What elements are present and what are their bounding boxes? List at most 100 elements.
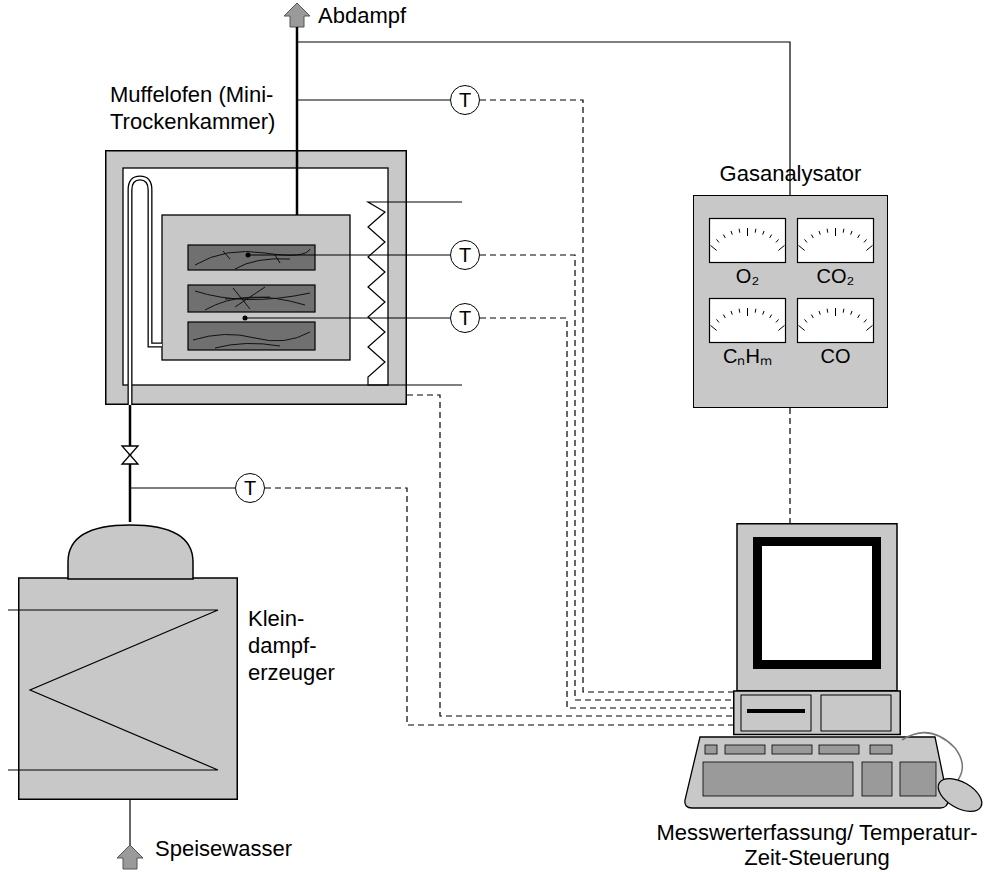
keyboard [900,762,936,796]
gauge-tick [811,315,813,318]
gauge-tick [763,311,764,315]
drive-bay [821,695,891,731]
sensor-line [130,487,235,488]
monitor [737,524,897,691]
wood-sample [188,322,315,350]
gauge-tick [763,231,764,235]
furnace-drawing [105,150,407,405]
gauge-tick [851,311,852,315]
gauge-tick [711,245,717,250]
gauge-tick [723,315,725,318]
steam-pipe [130,178,162,405]
temperature-sensor: T [235,473,265,503]
gauge-tick [827,309,829,313]
exhaust-pipe [296,150,299,215]
keyboard [703,762,853,796]
gauge-face [710,299,786,343]
gauge-tick [739,229,741,233]
gauge-tick [811,235,813,238]
feedwater-arrow [117,845,143,869]
sensor-letter: T [459,90,471,110]
sensor-line [245,317,450,318]
gauge-face [797,218,874,263]
gauge-tick [731,311,732,315]
exhaust-pipe [296,27,299,151]
steam-pipe [130,178,162,405]
gauge-face [709,298,786,343]
valve-symbol [122,446,138,464]
signal-line [265,488,733,725]
gauge-tick [799,325,805,330]
sensor-line [248,254,450,255]
screen [762,546,872,660]
furnace-heading: Muffelofen (Mini-Trockenkammer) [110,82,360,136]
gauge-tick [716,239,719,242]
gauge-tick [755,309,757,313]
gauge-tick [747,228,748,236]
wood-sample [188,245,315,270]
drive-slot [747,709,805,713]
gauge-tick [747,308,748,316]
heater-wire [385,201,462,202]
wood-grain [195,249,310,269]
temperature-sensor: T [450,85,480,115]
wood-grain [193,332,310,348]
gauge-tick [843,229,845,233]
temperature-sensor: T [450,303,480,333]
gauge-tick [770,315,772,318]
gauge-tick [731,231,732,235]
gauge-tick [776,239,779,242]
gauge-tick [716,319,719,322]
steam-dome [68,525,193,579]
gauge-face [797,298,874,343]
flow-label: Abdampf [318,3,406,29]
keyboard [685,737,948,808]
signal-line [407,395,733,716]
exhaust-arrow [284,3,310,27]
gas-analyzer: GasanalysatorO₂CO₂CₙHₘCO [693,195,888,408]
gauge: CO [797,298,874,370]
computer-base [734,691,901,735]
gauge-tick [827,229,829,233]
steam-generator-drawing [18,522,238,800]
gauge-tick [778,245,784,250]
gauge-face [710,219,786,263]
keyboard [870,745,892,754]
gas-name: CO [797,344,874,368]
analyzer-heading: Gasanalysator [694,161,887,188]
boiler-body [19,578,238,799]
gauge-tick [864,239,867,242]
gauge-tick [851,231,852,235]
gas-name: O₂ [709,264,786,288]
gauge-tick [858,235,860,238]
keyboard [705,745,717,754]
sensor-letter: T [459,308,471,328]
gauge-tick [770,235,772,238]
gauge-tick [804,239,807,242]
signal-line [789,408,790,523]
keyboard [819,745,859,754]
computer-drawing [733,523,901,735]
furnace-housing [106,151,407,405]
gauge-tick [776,319,779,322]
flow-label: Speisewasser [155,836,292,862]
computer-caption: Messwerterfassung/ Temperatur-Zeit-Steue… [643,820,991,871]
gauge-tick [778,325,784,330]
gauge-tick [864,319,867,322]
gauge-tick [804,319,807,322]
heating-coil [368,202,385,385]
keyboard [685,737,948,808]
gauge-tick [835,308,836,316]
sensor-line [297,99,450,100]
gauge-face [798,219,874,263]
gauge-tick [819,231,820,235]
gauge-tick [723,235,725,238]
gauge: CₙHₘ [709,298,786,370]
gauge-face [798,299,874,343]
wood-sample [188,285,315,312]
mouse-cable [902,733,962,780]
furnace-interior [123,168,388,385]
gauge-tick [835,228,836,236]
gas-name: CO₂ [797,264,874,288]
temperature-sensor: T [450,240,480,270]
